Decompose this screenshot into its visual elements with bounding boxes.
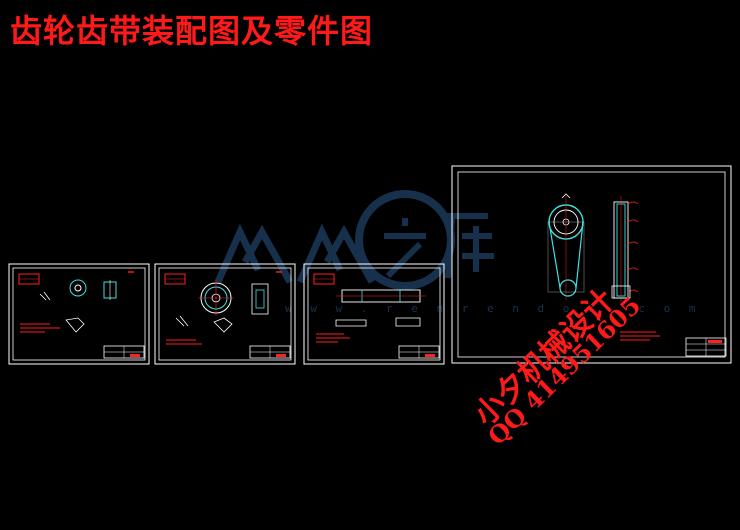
drawing-sheet-assembly[interactable]: [451, 165, 732, 364]
drawing-sheet-2[interactable]: [154, 263, 296, 365]
site-watermark-logo: w w w . r e n r e n d o c . c o m: [214, 190, 702, 315]
drawing-sheet-3[interactable]: [303, 263, 445, 365]
page-title: 齿轮齿带装配图及零件图: [10, 12, 374, 50]
drawing-sheet-1[interactable]: [8, 263, 150, 365]
svg-text:w w w . r e n r e n d o c . c: w w w . r e n r e n d o c . c o m: [285, 302, 702, 315]
